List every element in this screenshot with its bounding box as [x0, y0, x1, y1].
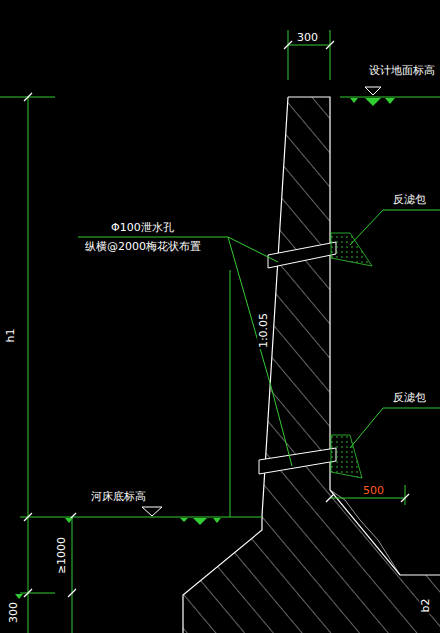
elevation-text: 设计地面标高: [368, 64, 436, 77]
dimension-ticks: [24, 41, 409, 597]
drain-pipe: [268, 242, 336, 268]
dimension-text: b2: [419, 597, 432, 613]
elevation-symbols: [15, 98, 395, 599]
filter-pack: [331, 435, 362, 478]
callout-text: 反滤包: [392, 391, 427, 404]
elevation-text: 河床底标高: [90, 490, 147, 503]
slope-ratio: 1:0.05: [257, 311, 270, 348]
backfill-line: [330, 490, 400, 575]
wall-outline: [288, 97, 440, 575]
drain-pipe: [259, 448, 336, 474]
dimension-text: 500: [362, 484, 385, 497]
callout-text: 反滤包: [392, 193, 427, 206]
dimension-text: 300: [7, 601, 20, 624]
callout-text: Φ100泄水孔: [110, 221, 175, 234]
dimension-text: h1: [4, 327, 17, 343]
leader-lines: [0, 30, 440, 633]
elevation-mark: [142, 507, 162, 516]
wall-outline: [183, 97, 288, 633]
elevation-mark: [365, 87, 381, 95]
dimension-text: ≥1000: [56, 535, 69, 574]
filter-pack: [331, 233, 372, 266]
concrete-hatch: [170, 90, 440, 633]
callout-text: 纵横@2000梅花状布置: [84, 240, 202, 253]
dimension-text: 300: [296, 31, 319, 44]
